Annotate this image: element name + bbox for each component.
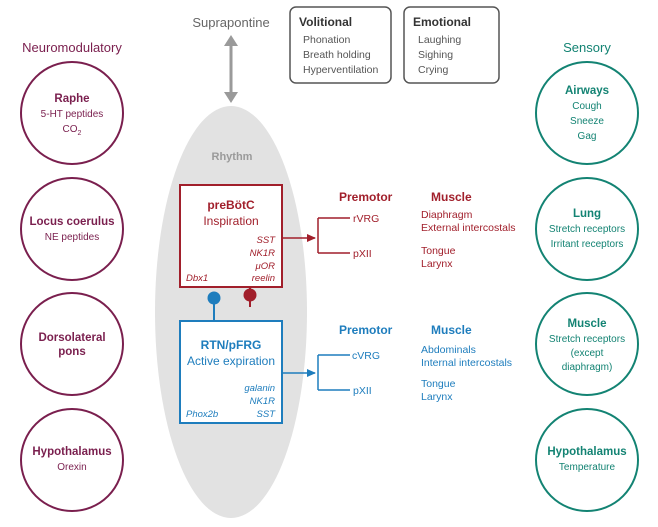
emotional-box: Emotional Laughing Sighing Crying bbox=[403, 6, 500, 84]
lower-premotor-label: cVRG bbox=[352, 350, 380, 362]
prebotc-marker: μOR bbox=[255, 261, 276, 272]
rtn-box: RTN/pFRG Active expiration galanin NK1R … bbox=[179, 320, 283, 424]
rtn-title: RTN/pFRG bbox=[201, 338, 262, 352]
sensory-heading: Sensory bbox=[563, 40, 611, 55]
circle-line: Gag bbox=[578, 131, 597, 142]
circle-line: Orexin bbox=[57, 462, 86, 473]
lower-muscle-heading: Muscle bbox=[431, 323, 472, 337]
rtn-lineage: Phox2b bbox=[186, 409, 218, 420]
prebotc-subtitle: Inspiration bbox=[203, 214, 258, 228]
prebotc-output-arrow bbox=[282, 217, 350, 254]
circle-hypothalamus-left: Hypothalamus Orexin bbox=[20, 408, 124, 512]
prebotc-title: preBötC bbox=[207, 198, 255, 212]
volitional-item: Breath holding bbox=[303, 49, 371, 61]
circle-title: Lung bbox=[573, 208, 601, 220]
emotional-item: Laughing bbox=[418, 34, 461, 46]
upper-premotor-label: pXII bbox=[353, 248, 372, 260]
prebotc-to-rtn-connector bbox=[243, 287, 257, 307]
upper-premotor-heading: Premotor bbox=[339, 190, 393, 204]
circle-airways: Airways Cough Sneeze Gag bbox=[535, 61, 639, 165]
upper-muscle-heading: Muscle bbox=[431, 190, 472, 204]
rtn-marker: galanin bbox=[244, 383, 275, 394]
circle-line: (except bbox=[571, 348, 604, 359]
circle-lung: Lung Stretch receptors Irritant receptor… bbox=[535, 177, 639, 281]
circle-line: Temperature bbox=[559, 462, 616, 473]
lower-muscle-label: Abdominals bbox=[421, 344, 476, 356]
lower-muscle-label: Internal intercostals bbox=[421, 357, 512, 369]
suprapontine-double-arrow bbox=[224, 35, 238, 103]
lower-muscle-label: Tongue bbox=[421, 378, 456, 390]
circle-line: Stretch receptors bbox=[549, 334, 625, 345]
circle-title: Locus coerulus bbox=[30, 216, 115, 228]
prebotc-marker: reelin bbox=[252, 273, 275, 284]
circle-locus-coerulus: Locus coerulus NE peptides bbox=[20, 177, 124, 281]
rtn-marker: NK1R bbox=[250, 396, 275, 407]
circle-dorsolateral-pons: Dorsolateral pons bbox=[20, 292, 124, 396]
rhythm-label: Rhythm bbox=[212, 151, 253, 163]
circle-title: Airways bbox=[565, 85, 609, 97]
rtn-to-prebotc-connector bbox=[207, 291, 221, 321]
rtn-subtitle: Active expiration bbox=[187, 354, 275, 368]
circle-line: 5-HT peptides bbox=[41, 109, 104, 120]
circle-line: Cough bbox=[572, 101, 601, 112]
circle-line: Irritant receptors bbox=[551, 239, 624, 250]
neuromodulatory-heading: Neuromodulatory bbox=[22, 40, 122, 55]
volitional-item: Hyperventilation bbox=[303, 64, 378, 76]
lower-premotor-heading: Premotor bbox=[339, 323, 393, 337]
lower-premotor-label: pXII bbox=[353, 385, 372, 397]
circle-line: NE peptides bbox=[45, 232, 99, 243]
circle-title: Hypothalamus bbox=[32, 446, 111, 458]
upper-muscle-label: Diaphragm bbox=[421, 209, 473, 221]
rtn-output-arrow bbox=[282, 354, 350, 391]
circle-muscle: Muscle Stretch receptors (except diaphra… bbox=[535, 292, 639, 396]
circle-line: diaphragm) bbox=[562, 362, 613, 373]
emotional-title: Emotional bbox=[413, 15, 471, 29]
upper-muscle-label: Larynx bbox=[421, 258, 453, 270]
lower-muscle-label: Larynx bbox=[421, 391, 453, 403]
upper-premotor-label: rVRG bbox=[353, 213, 379, 225]
prebotc-marker: NK1R bbox=[250, 248, 275, 259]
circle-title: Muscle bbox=[568, 318, 607, 330]
circle-title: Raphe bbox=[54, 93, 89, 105]
volitional-item: Phonation bbox=[303, 34, 350, 46]
emotional-item: Sighing bbox=[418, 49, 453, 61]
prebotc-lineage: Dbx1 bbox=[186, 273, 208, 284]
circle-co2: CO2 bbox=[63, 124, 82, 137]
volitional-box: Volitional Phonation Breath holding Hype… bbox=[289, 6, 392, 84]
circle-line: Stretch receptors bbox=[549, 224, 625, 235]
circle-line: Sneeze bbox=[570, 116, 604, 127]
rhythm-ellipse bbox=[155, 106, 307, 518]
circle-title: Dorsolateral bbox=[38, 332, 105, 344]
prebotc-box: preBötC Inspiration SST NK1R μOR reelin … bbox=[179, 184, 283, 288]
emotional-item: Crying bbox=[418, 64, 449, 76]
circle-raphe: Raphe 5-HT peptides CO2 bbox=[20, 61, 124, 165]
upper-muscle-label: External intercostals bbox=[421, 222, 516, 234]
prebotc-marker: SST bbox=[257, 235, 277, 246]
circle-title: Hypothalamus bbox=[547, 446, 626, 458]
circle-title: pons bbox=[58, 346, 85, 358]
circle-hypothalamus-right: Hypothalamus Temperature bbox=[535, 408, 639, 512]
rtn-marker: SST bbox=[257, 409, 277, 420]
suprapontine-label: Suprapontine bbox=[192, 15, 269, 30]
upper-muscle-label: Tongue bbox=[421, 245, 456, 257]
volitional-title: Volitional bbox=[299, 15, 352, 29]
